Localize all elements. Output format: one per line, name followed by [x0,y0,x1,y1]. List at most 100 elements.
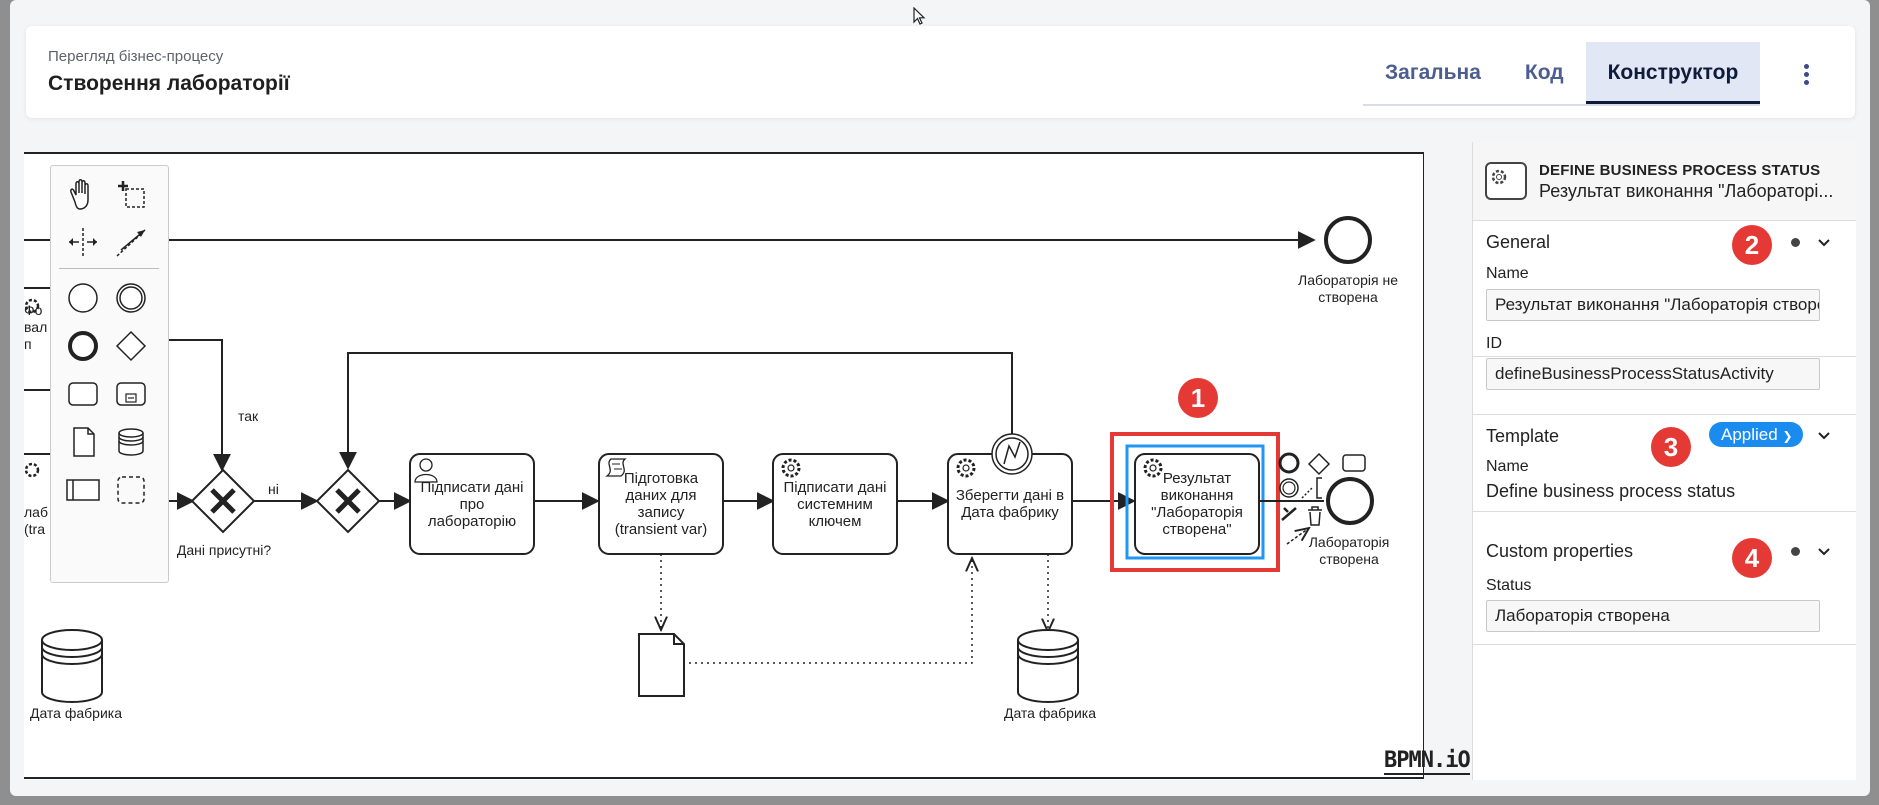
field-label: Status [1486,577,1532,594]
properties-panel: DEFINE BUSINESS PROCESS STATUS Результат… [1472,142,1856,780]
task-label: Підписати дані системним ключем [783,478,887,530]
field-label: Name [1486,458,1529,475]
end-event-not-created[interactable] [1324,216,1372,264]
intermediate-event-icon[interactable] [109,276,153,320]
data-store-label: Дата фабрика [1003,705,1097,721]
end-event-label: Лабораторія створена [1308,534,1390,567]
group-general: General 2 Name Результат виконання "Лабо… [1473,221,1856,390]
page-title: Створення лабораторії [48,72,290,95]
gear-icon [781,458,801,478]
partial-task-label: Фо вал п [24,302,48,352]
context-pad-connect[interactable] [1286,528,1309,545]
boundary-error-event[interactable] [991,433,1033,475]
callout-badge: 3 [1651,427,1691,467]
task-sign-system-key[interactable] [772,453,898,555]
tool-palette [50,165,169,583]
context-pad-gateway[interactable] [1307,452,1331,476]
diagram-frame [24,152,1424,779]
context-pad-annotation[interactable] [1316,477,1322,499]
hand-tool-icon[interactable] [61,172,105,216]
user-icon [414,458,438,483]
bpmn-canvas[interactable]: Фо вал п лаб (tra так ні Дані присутні? … [24,152,1471,780]
tab-general[interactable]: Загальна [1385,61,1481,84]
id-input[interactable]: defineBusinessProcessStatusActivity [1486,358,1820,390]
status-input[interactable]: Лабораторія створена [1486,600,1820,632]
context-pad-task[interactable] [1342,454,1366,472]
task-label: Підготовка даних для запису (transient v… [614,470,708,538]
task-define-status[interactable] [1134,453,1260,555]
data-store-label: Дата фабрика [29,705,123,721]
callout-badge: 2 [1732,225,1772,265]
name-input[interactable]: Результат виконання "Лабораторія створен… [1486,289,1820,321]
callout-badge: 1 [1178,378,1218,418]
tab-constructor[interactable]: Конструктор [1585,42,1761,104]
flow-label-no: ні [268,481,279,497]
trash-icon[interactable] [1308,506,1322,526]
task-label: Підписати дані про лабораторію [420,478,524,530]
data-store-right[interactable] [1017,629,1079,703]
task-sign-lab-data[interactable] [409,453,535,555]
field-label: Name [1486,265,1529,282]
more-menu-icon[interactable] [1802,62,1810,88]
partial-task-label: лаб (tra [24,504,48,537]
start-event-icon[interactable] [61,276,105,320]
group-title[interactable]: Template [1486,426,1560,446]
gear-icon [1143,458,1163,478]
exclusive-gateway-data-present[interactable] [190,468,256,534]
end-event-created[interactable] [1326,477,1374,525]
task-icon[interactable] [61,372,105,416]
sequence-flow-retry[interactable] [339,352,1013,470]
chevron-down-icon[interactable] [1816,235,1832,251]
data-indicator-dot [1791,547,1800,556]
pool-icon[interactable] [61,468,105,512]
flow-label-yes: так [238,408,259,424]
data-store-left[interactable] [41,629,103,703]
gear-icon [956,458,976,478]
task-label: Результат виконання "Лабораторія створен… [1151,470,1243,538]
gear-icon [24,298,40,478]
bpmn-io-logo[interactable]: BPMN.iO [1384,748,1471,775]
data-object-icon[interactable] [61,420,105,464]
space-tool-icon[interactable] [61,220,105,264]
script-icon [605,458,627,477]
page-header: Перегляд бізнес-процесу Створення лабора… [26,26,1855,118]
template-name: Define business process status [1486,481,1736,501]
data-indicator-dot [1791,238,1800,247]
template-applied-badge[interactable]: Applied ❯ [1709,422,1803,447]
data-store-icon[interactable] [109,420,153,464]
global-connect-tool-icon[interactable] [109,220,153,264]
element-name: Результат виконання "Лабораторі... [1539,181,1834,201]
chevron-down-icon[interactable] [1816,428,1832,444]
group-icon[interactable] [109,468,153,512]
view-tabs: Загальна Код Конструктор [1363,42,1761,106]
service-task-icon [1485,162,1527,200]
gateway-label: Дані присутні? [176,542,272,558]
gateway-icon[interactable] [109,324,153,368]
data-object[interactable] [638,633,685,697]
context-pad-association[interactable] [1301,487,1313,499]
group-title[interactable]: General [1486,232,1551,252]
subprocess-icon[interactable] [109,372,153,416]
context-pad-end-event[interactable] [1278,452,1300,474]
field-label: ID [1486,335,1502,352]
task-label: Зберегти дані в Дата фабрику [955,487,1065,521]
group-title[interactable]: Custom properties [1486,541,1634,561]
mouse-cursor-icon [913,7,926,25]
tab-code[interactable]: Код [1524,61,1564,84]
end-event-label: Лабораторія не створена [1298,272,1398,305]
callout-badge: 4 [1732,538,1772,578]
group-custom-properties: Custom properties 4 Status Лабораторія с… [1473,530,1856,645]
group-template: Template Applied ❯ 3 Name Define busines… [1473,414,1856,512]
panel-header: DEFINE BUSINESS PROCESS STATUS Результат… [1473,142,1856,221]
page-subtitle: Перегляд бізнес-процесу [48,48,224,65]
end-event-icon[interactable] [61,324,105,368]
data-association [689,558,972,664]
element-type: DEFINE BUSINESS PROCESS STATUS [1539,162,1821,179]
chevron-down-icon: ❯ [1782,429,1793,443]
chevron-down-icon[interactable] [1816,544,1832,560]
wrench-icon[interactable] [1281,507,1297,521]
context-pad[interactable] [1278,452,1366,545]
partial-task[interactable] [24,287,54,391]
lasso-tool-icon[interactable] [109,172,153,216]
exclusive-gateway-merge[interactable] [315,468,381,534]
